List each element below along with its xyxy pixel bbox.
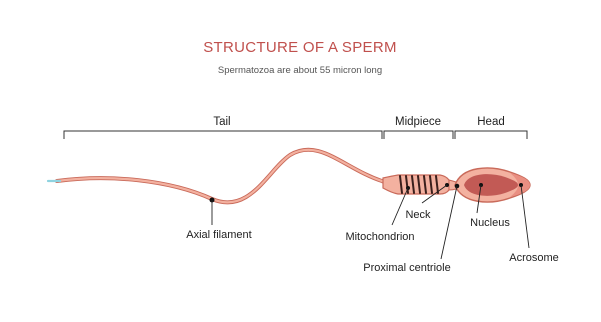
sperm-head (455, 168, 530, 202)
axial-filament-label: Axial filament (186, 229, 251, 241)
tail-bracket (64, 131, 382, 139)
midpiece-section-label: Midpiece (395, 116, 441, 128)
neck-label: Neck (405, 209, 431, 221)
tail-section-label: Tail (213, 116, 230, 128)
proximal-centriole-label: Proximal centriole (363, 262, 450, 274)
proximal-centriole-pointer (441, 184, 459, 259)
diagram-title: STRUCTURE OF A SPERM (203, 39, 397, 56)
acrosome-label: Acrosome (509, 252, 559, 264)
head-section-label: Head (477, 116, 505, 128)
diagram-subtitle: Spermatozoa are about 55 micron long (218, 65, 382, 76)
head-bracket (455, 131, 527, 139)
nucleus-label: Nucleus (470, 217, 510, 229)
mitochondrion-label: Mitochondrion (345, 231, 414, 243)
tail-flagellum (48, 150, 385, 203)
axial-filament-pointer (210, 198, 215, 226)
midpiece-bracket (384, 131, 453, 139)
